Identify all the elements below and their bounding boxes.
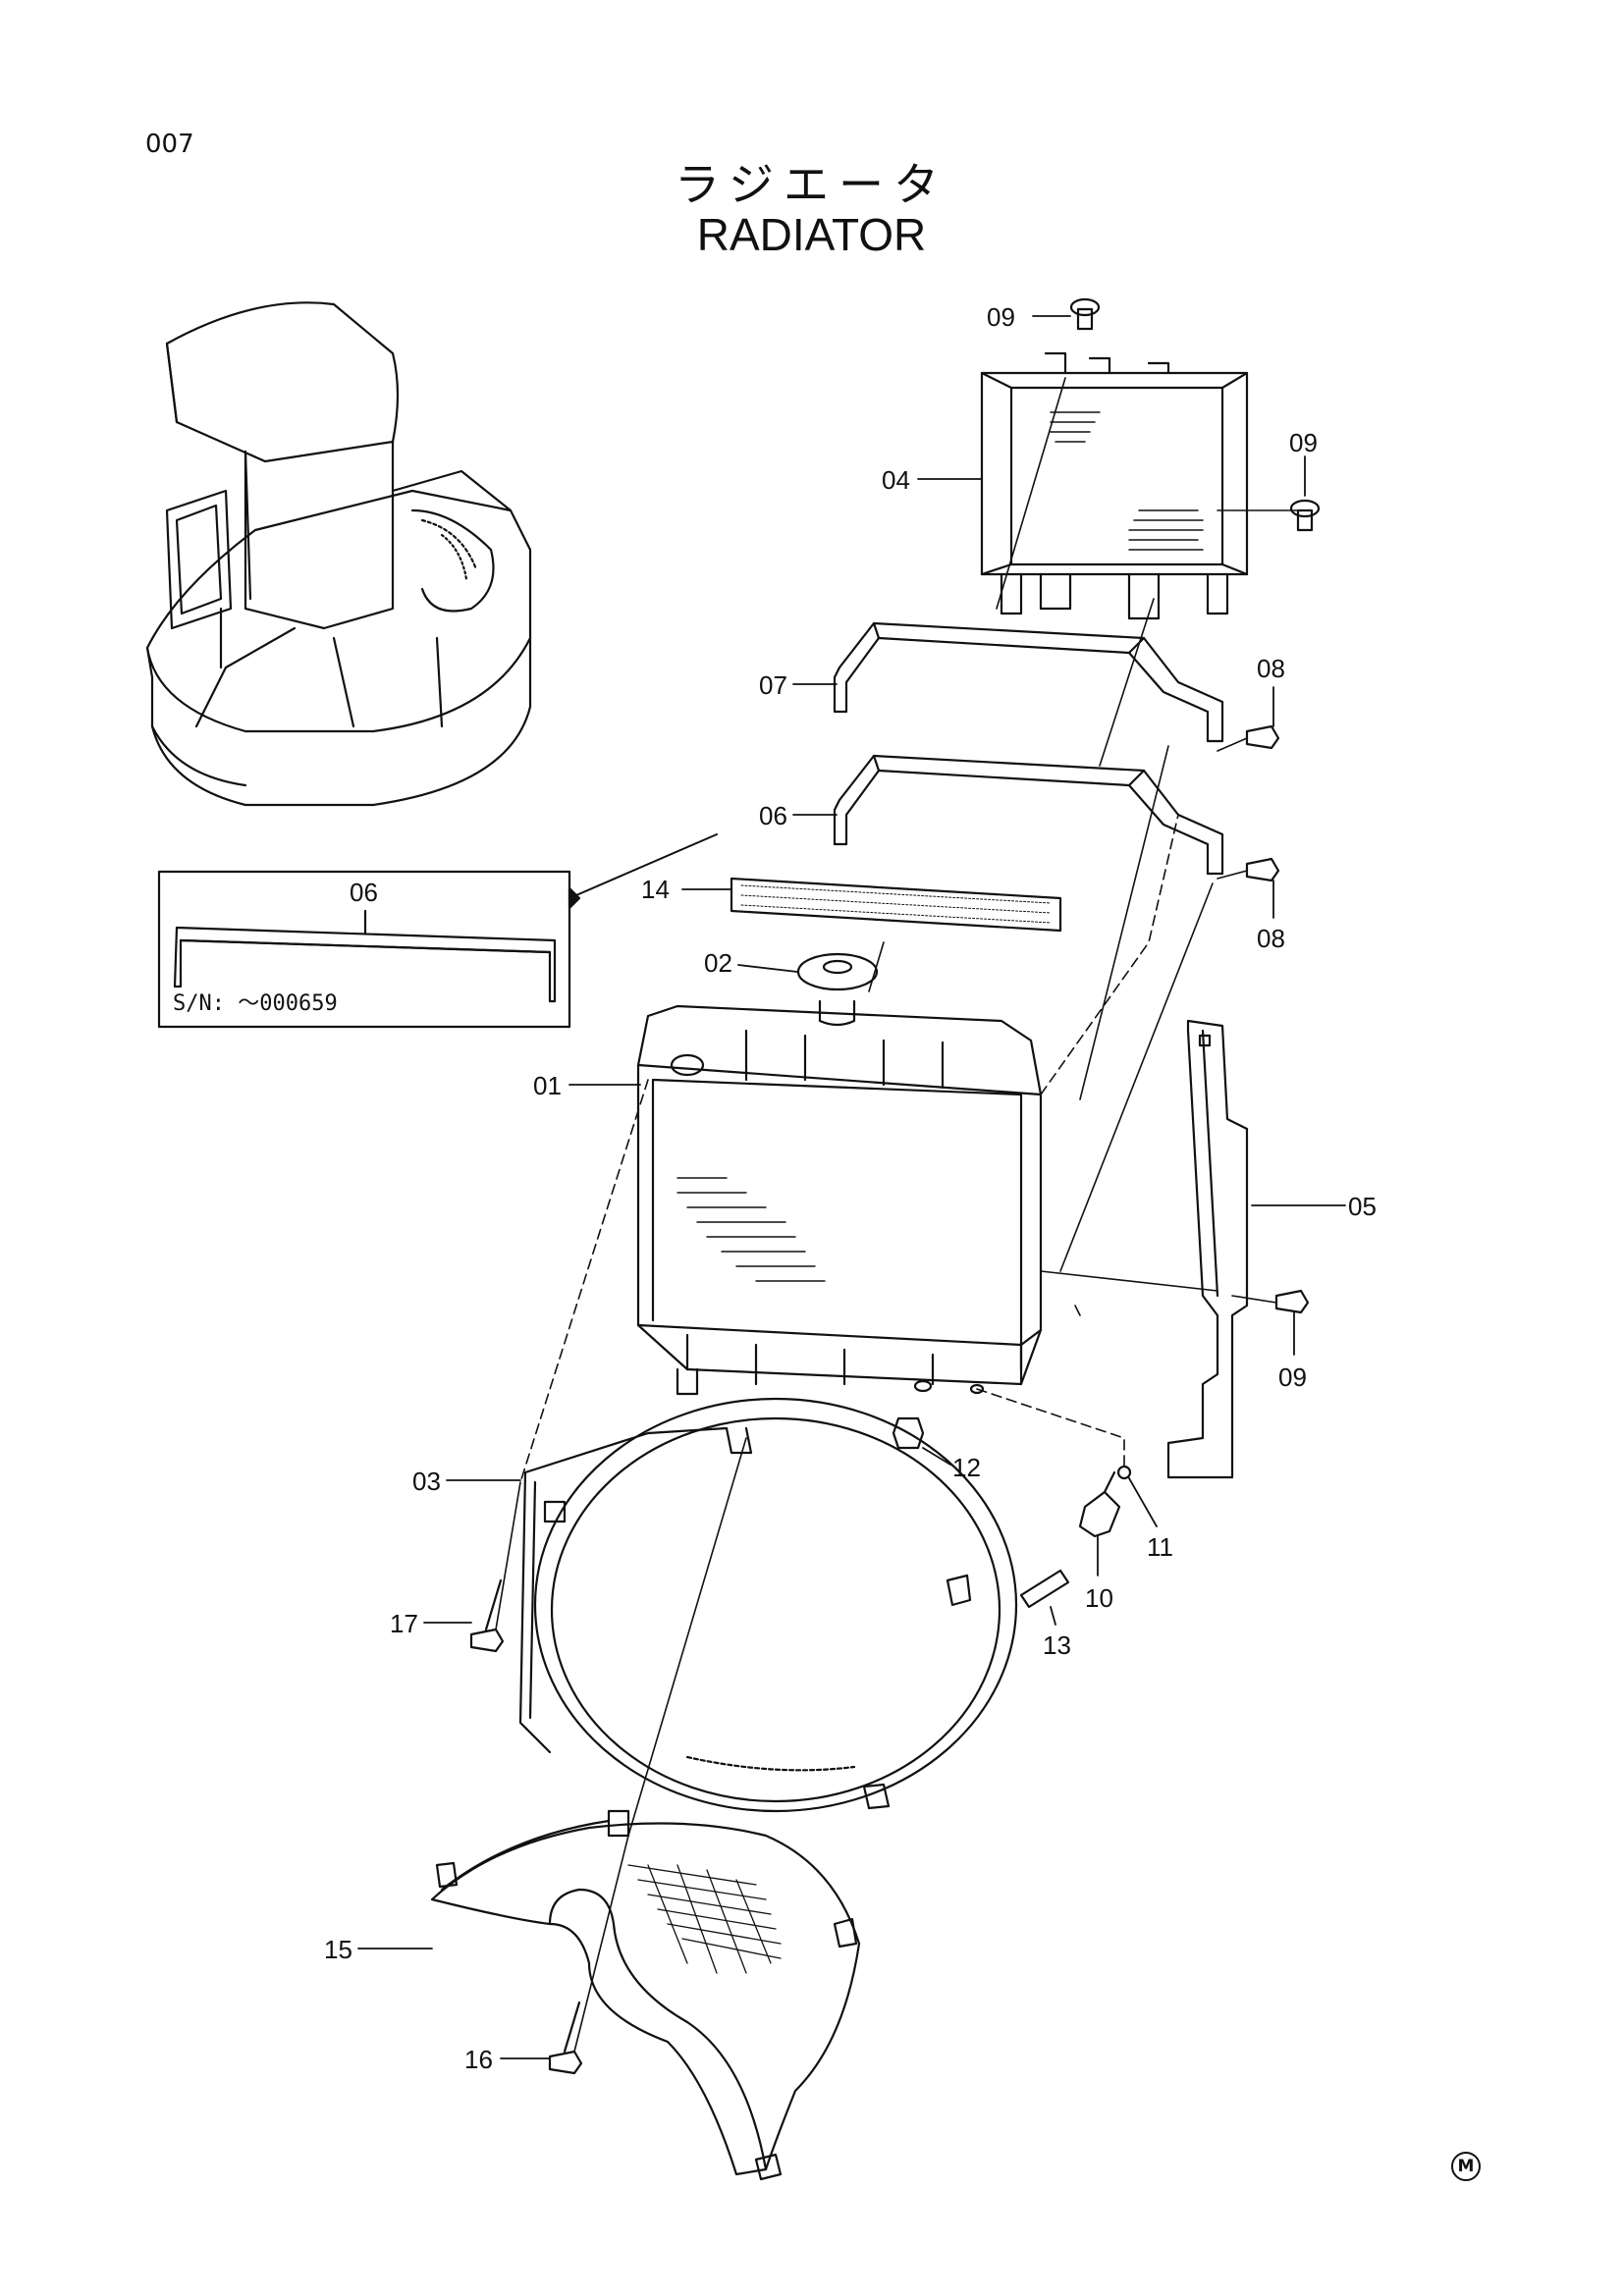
callout-08-lower: 08 <box>1257 924 1285 953</box>
inset-box-06 <box>157 870 571 1029</box>
callout-06-inset: 06 <box>350 878 378 907</box>
o-ring-11 <box>1116 1465 1132 1480</box>
fan-shroud-03 <box>518 1397 1018 1813</box>
inset-serial-note: S/N: ～000659 <box>173 986 338 1017</box>
serial-range: ～000659 <box>238 991 338 1016</box>
machine-overview-illustration <box>145 301 532 807</box>
callout-02: 02 <box>704 948 732 978</box>
callout-17: 17 <box>390 1609 418 1638</box>
bracket-06 <box>833 754 1224 876</box>
callout-15: 15 <box>324 1935 352 1964</box>
bolt-08-lower <box>1245 857 1280 882</box>
serial-label: S/N: <box>173 991 225 1016</box>
oil-cooler-04 <box>980 351 1249 620</box>
bolt-09-top <box>1069 297 1101 331</box>
callout-01: 01 <box>533 1071 562 1100</box>
bolt-08-upper <box>1245 724 1280 750</box>
callout-03: 03 <box>412 1467 441 1496</box>
callout-09-side: 09 <box>1278 1362 1307 1392</box>
bolt-09-right <box>1289 499 1321 532</box>
hose-13 <box>1019 1569 1070 1609</box>
radiator-cap-02 <box>796 952 879 1027</box>
bolt-17 <box>469 1578 505 1653</box>
title-english: RADIATOR <box>696 209 927 260</box>
callout-04: 04 <box>882 465 910 495</box>
callout-05: 05 <box>1348 1192 1377 1221</box>
bolt-16 <box>548 2001 583 2075</box>
callout-09-right: 09 <box>1289 428 1318 457</box>
corner-mark: M <box>1451 2152 1481 2181</box>
callout-13: 13 <box>1043 1630 1071 1660</box>
callout-07: 07 <box>759 670 787 700</box>
fan-guard-15 <box>430 1809 861 2181</box>
callout-06: 06 <box>759 801 787 830</box>
callout-11: 11 <box>1147 1532 1173 1562</box>
bracket-07 <box>833 621 1224 743</box>
callout-08-upper: 08 <box>1257 654 1285 683</box>
page-number: 007 <box>145 130 194 159</box>
callout-14: 14 <box>641 875 670 904</box>
title-japanese: ラジエータ <box>674 158 949 211</box>
callout-10: 10 <box>1085 1583 1113 1613</box>
drain-plug-12 <box>892 1416 925 1450</box>
callout-16: 16 <box>464 2045 493 2074</box>
radiator-01 <box>636 1004 1043 1396</box>
seal-14 <box>730 877 1062 933</box>
bolt-09-side <box>1274 1289 1310 1314</box>
callout-12: 12 <box>952 1453 981 1482</box>
drain-cock-10 <box>1078 1470 1121 1538</box>
side-cover-05 <box>1166 1019 1249 1479</box>
callout-09-top: 09 <box>987 302 1015 332</box>
